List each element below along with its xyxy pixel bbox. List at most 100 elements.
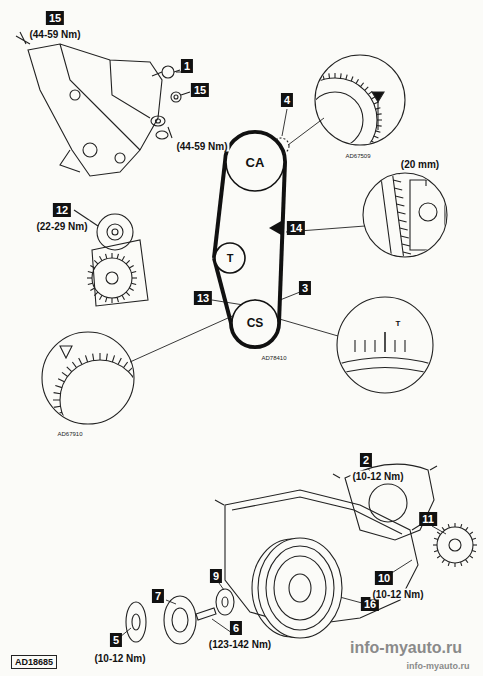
tensioner-detail bbox=[363, 170, 447, 262]
gear-tooth bbox=[448, 524, 449, 528]
washer bbox=[216, 589, 234, 615]
gear-tooth bbox=[132, 372, 138, 376]
gear-tooth bbox=[317, 77, 319, 82]
gear-tooth bbox=[124, 432, 128, 438]
gear-tooth bbox=[290, 108, 295, 109]
gear-tooth bbox=[128, 367, 133, 372]
gear-tooth bbox=[94, 260, 98, 264]
node-text: 15 bbox=[194, 84, 206, 96]
gear-tooth bbox=[118, 436, 121, 442]
gear-tooth bbox=[312, 156, 315, 160]
gear-tooth bbox=[292, 136, 297, 138]
gear-tooth bbox=[472, 551, 476, 552]
spec-label: T bbox=[394, 320, 403, 329]
gear-tooth bbox=[138, 385, 145, 387]
gear-tooth bbox=[106, 297, 107, 302]
gear-tooth bbox=[448, 562, 449, 566]
gear-tooth bbox=[111, 298, 112, 303]
callout-number: 13 bbox=[194, 291, 212, 305]
gear-tooth bbox=[67, 367, 72, 372]
belt-tooth bbox=[398, 212, 406, 214]
node-text: 9 bbox=[213, 570, 219, 582]
gear-tooth bbox=[334, 73, 335, 78]
gear-tooth bbox=[53, 399, 60, 400]
gear-tooth bbox=[454, 563, 455, 567]
gear-tooth bbox=[131, 283, 136, 284]
belt-tooth bbox=[396, 204, 404, 206]
belt-tooth bbox=[403, 252, 411, 254]
gear-tooth bbox=[112, 355, 114, 362]
tensioner-circle: T bbox=[214, 242, 246, 274]
gear-tooth bbox=[100, 295, 103, 299]
node-text: 7 bbox=[155, 590, 161, 602]
camshaft-sprocket bbox=[433, 523, 477, 567]
watermark: info-myauto.ru bbox=[405, 662, 472, 672]
belt-tooth bbox=[392, 172, 400, 174]
gear-tooth bbox=[377, 113, 382, 115]
belt-tooth bbox=[402, 244, 410, 246]
crankshaft-gear-detail bbox=[42, 332, 147, 447]
gear-tooth bbox=[351, 77, 353, 82]
gear-tooth bbox=[312, 79, 315, 83]
gear-tooth bbox=[140, 406, 147, 407]
gear-tooth bbox=[437, 556, 440, 558]
gear-tooth bbox=[434, 538, 438, 539]
timing-belt-run bbox=[279, 162, 285, 323]
gear-tooth bbox=[111, 253, 112, 258]
timing-mark bbox=[394, 340, 395, 352]
gear-tooth bbox=[126, 260, 130, 264]
circle-shape bbox=[232, 300, 278, 346]
gear-tooth bbox=[437, 532, 440, 534]
gear-tooth bbox=[356, 79, 359, 83]
callout-number: 12 bbox=[53, 203, 71, 217]
gear-tooth bbox=[302, 87, 306, 91]
node-text: 16 bbox=[364, 598, 376, 610]
gear-tooth bbox=[323, 75, 324, 80]
gear-tooth bbox=[106, 440, 107, 447]
sprocket-circle: CA bbox=[225, 132, 285, 192]
gear-tooth bbox=[72, 362, 76, 368]
gear-tooth bbox=[351, 159, 353, 164]
gear-tooth bbox=[122, 256, 125, 260]
gear-tooth bbox=[340, 162, 342, 167]
timing-mark bbox=[354, 340, 355, 352]
spec-label: (10-12 Nm) bbox=[350, 471, 405, 482]
gear-tooth bbox=[62, 372, 68, 376]
belt-tooth bbox=[399, 220, 407, 222]
gear-tooth bbox=[117, 297, 118, 302]
gear-tooth bbox=[122, 295, 125, 299]
figure-code: AD78410 bbox=[259, 355, 288, 362]
guide-plate bbox=[126, 602, 146, 642]
gear-tooth bbox=[54, 393, 61, 394]
spec-label: (123-142 Nm) bbox=[207, 639, 273, 650]
gear-tooth bbox=[376, 131, 381, 132]
gear-tooth bbox=[302, 150, 306, 154]
gear-tooth bbox=[298, 146, 302, 149]
gear-tooth bbox=[473, 544, 477, 545]
belt-tooth bbox=[400, 228, 408, 230]
crank-sprocket-pulley bbox=[164, 596, 196, 644]
engine-mount-bracket bbox=[16, 32, 162, 176]
node-text: T bbox=[227, 252, 234, 264]
gear-tooth bbox=[140, 393, 147, 394]
node-text: 14 bbox=[290, 222, 302, 234]
callout-number: 14 bbox=[287, 221, 305, 235]
gear-tooth bbox=[340, 73, 342, 78]
gear-tooth bbox=[136, 379, 142, 382]
node-text: 2 bbox=[363, 454, 369, 466]
gear-tooth bbox=[298, 91, 302, 94]
gear-tooth bbox=[470, 556, 473, 558]
gear-tooth bbox=[346, 75, 347, 80]
gear-tooth bbox=[112, 438, 114, 445]
gear-tooth bbox=[365, 87, 369, 91]
figure-code: AD67509 bbox=[343, 153, 372, 160]
callout-number: 10 bbox=[375, 571, 393, 585]
node-text: 4 bbox=[284, 94, 290, 106]
gear-tooth bbox=[368, 146, 372, 149]
circle-shape bbox=[226, 133, 284, 191]
gear-tooth bbox=[138, 412, 145, 414]
callout-number: 15 bbox=[46, 11, 64, 25]
gear-tooth bbox=[361, 83, 364, 87]
gear-tooth bbox=[374, 136, 379, 138]
node-text: 1 bbox=[184, 60, 190, 72]
